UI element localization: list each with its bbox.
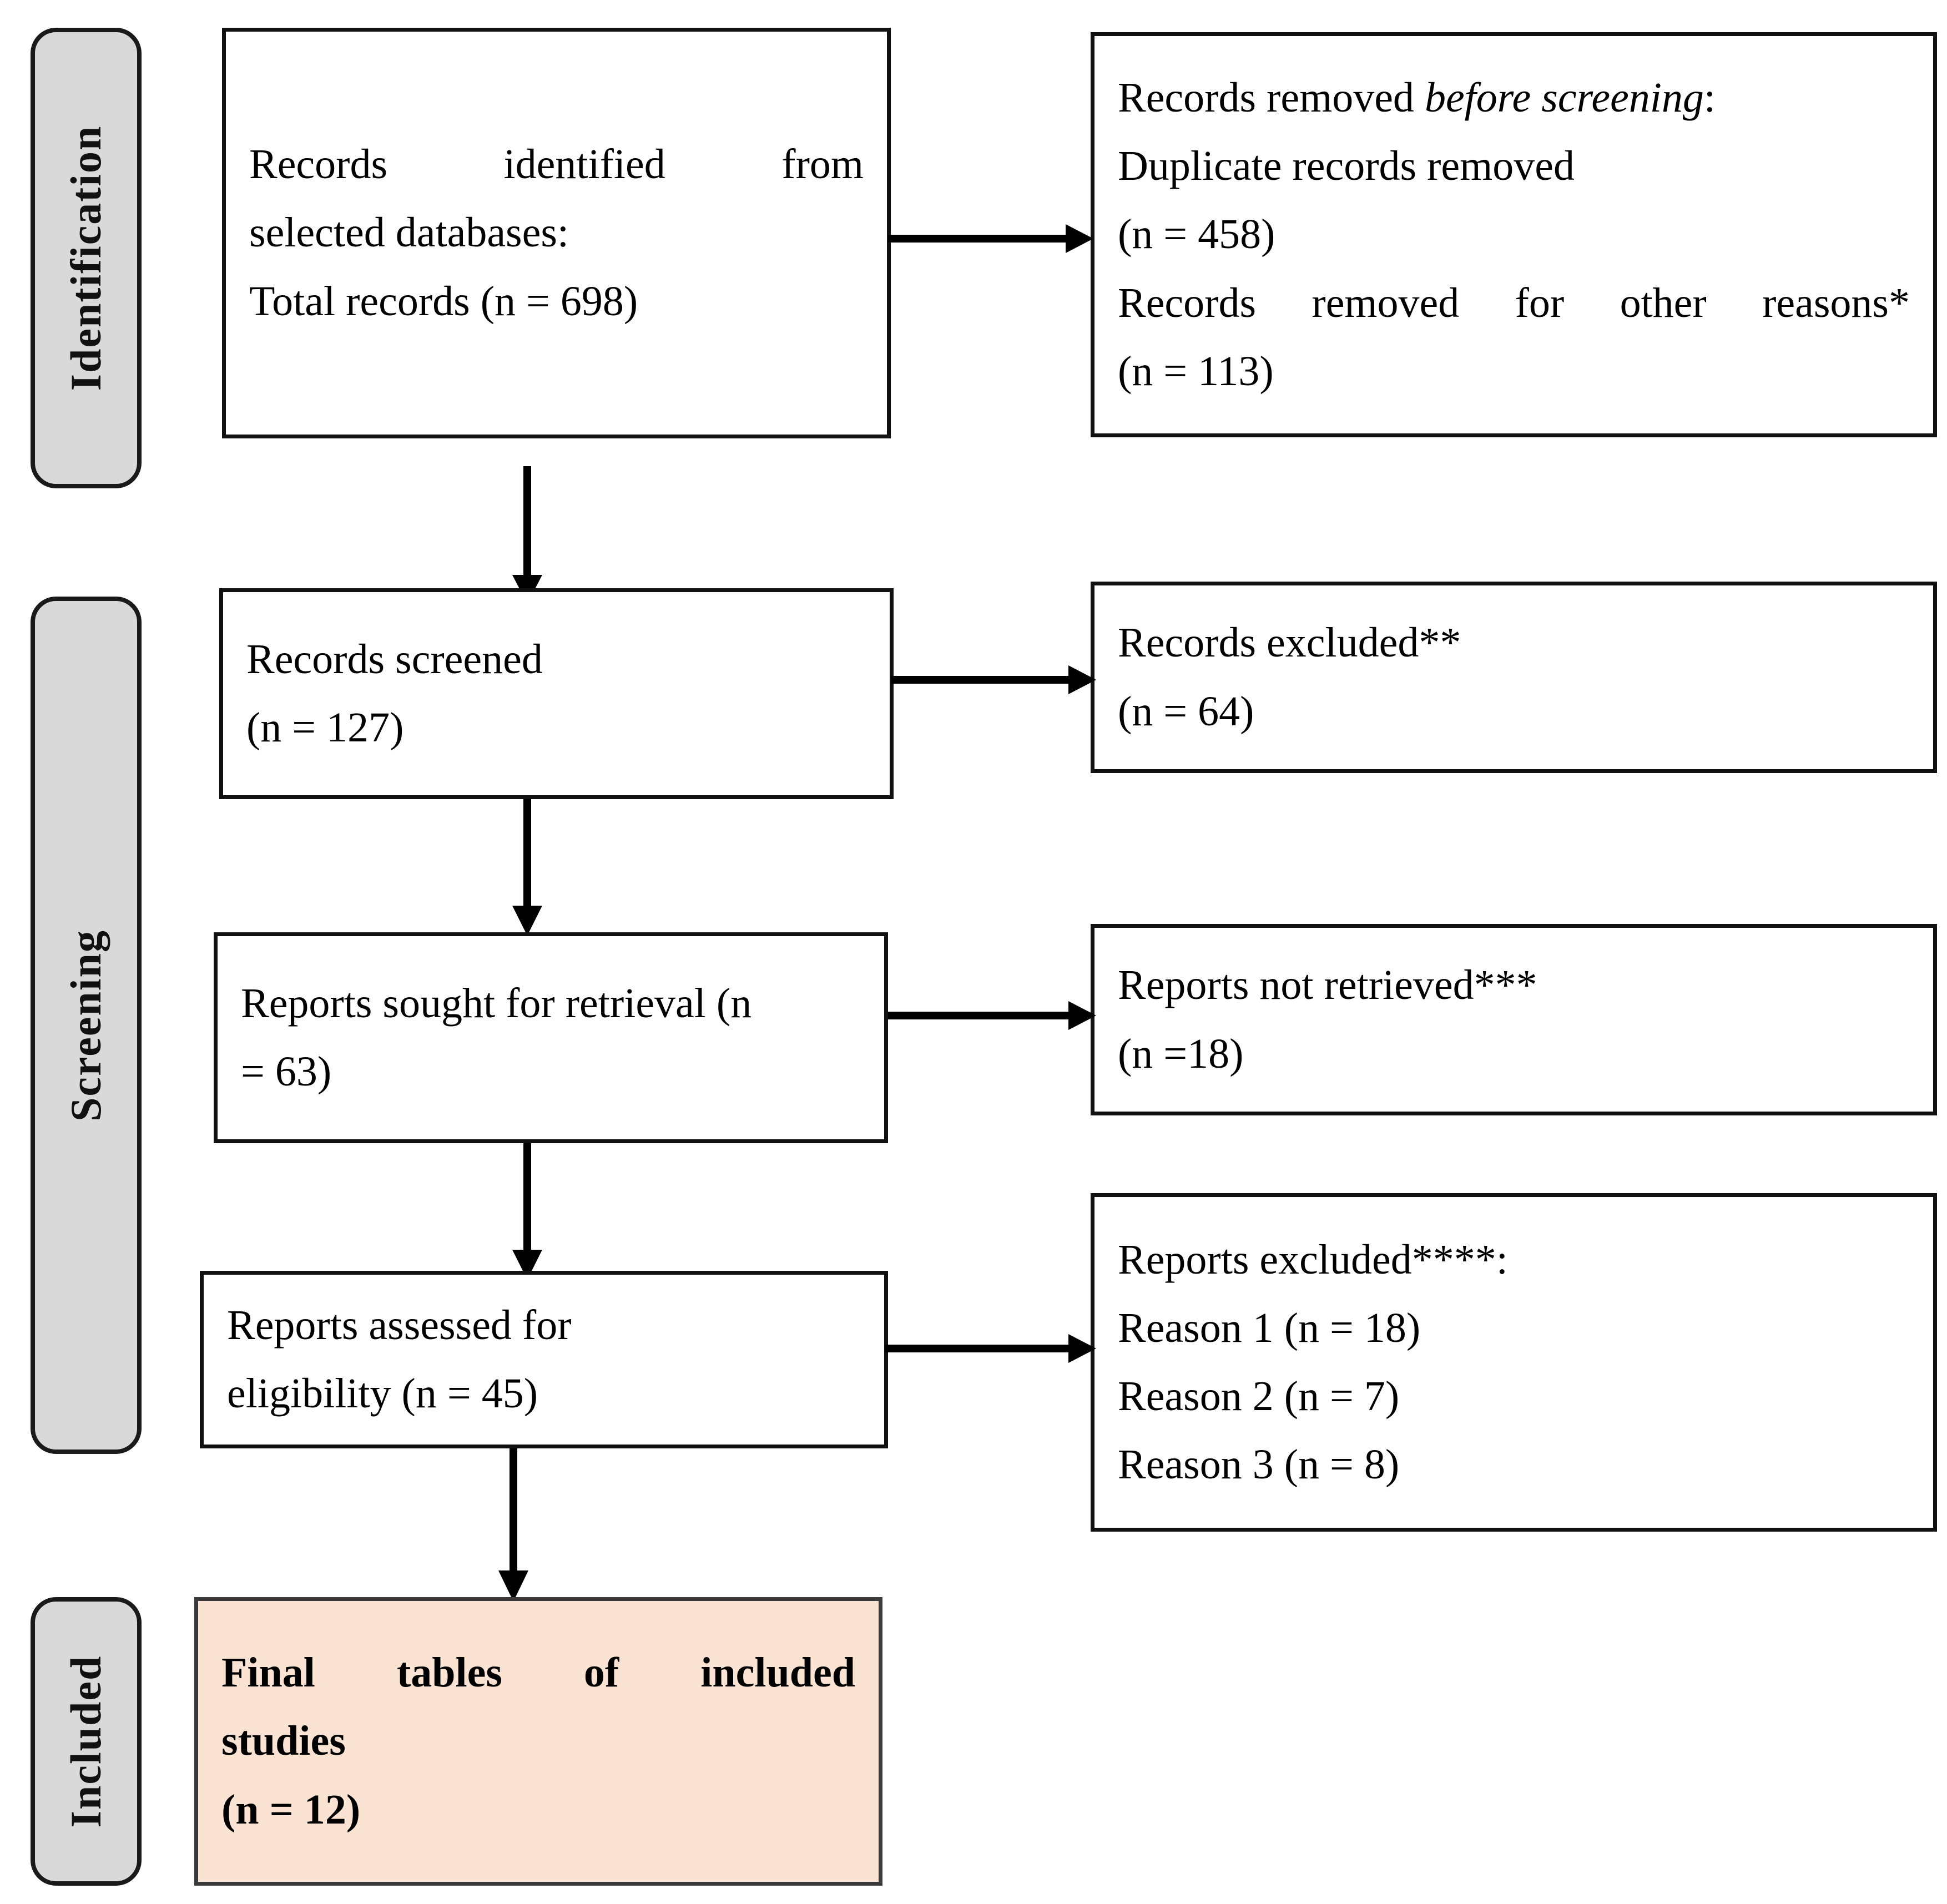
arrow-sought-to-assessed: [508, 1143, 547, 1282]
records-removed-line-2: Duplicate records removed: [1118, 143, 1575, 190]
stage-screening: Screening: [31, 597, 142, 1454]
box-reports-not-retrieved: Reports not retrieved*** (n =18): [1091, 924, 1937, 1115]
arrow-sought-to-not-retrieved: [888, 999, 1102, 1032]
reports-not-retrieved-line-1: Reports not retrieved***: [1118, 962, 1537, 1009]
reports-assessed-line-2: eligibility (n = 45): [227, 1370, 538, 1417]
box-records-removed-before-screening: Records removed before screening: Duplic…: [1091, 32, 1937, 437]
records-removed-heading-suffix: :: [1703, 74, 1716, 122]
stage-identification: Identification: [31, 28, 142, 488]
box-reports-excluded: Reports excluded****: Reason 1 (n = 18) …: [1091, 1193, 1937, 1532]
arrow-screened-to-excluded: [891, 663, 1102, 696]
reports-excluded-line-3: Reason 2 (n = 7): [1118, 1373, 1400, 1420]
records-identified-line-1: Records identified from: [249, 141, 864, 188]
reports-excluded-line-1: Reports excluded****:: [1118, 1236, 1508, 1283]
records-removed-heading-italic: before screening: [1424, 74, 1704, 122]
records-removed-line-3: (n = 458): [1118, 211, 1275, 258]
final-included-line-3: (n = 12): [221, 1786, 361, 1833]
records-removed-line-4: Records removed for other reasons*: [1118, 279, 1910, 326]
reports-sought-line-2: = 63): [241, 1048, 332, 1095]
box-reports-sought: Reports sought for retrieval (n = 63): [214, 932, 888, 1143]
stage-screening-label: Screening: [62, 929, 110, 1122]
records-removed-line-5: (n = 113): [1118, 347, 1274, 395]
arrow-assessed-to-final: [494, 1448, 533, 1604]
stage-identification-label: Identification: [62, 125, 110, 391]
arrow-assessed-to-excluded: [885, 1332, 1102, 1365]
reports-excluded-line-2: Reason 1 (n = 18): [1118, 1304, 1421, 1351]
box-reports-assessed: Reports assessed for eligibility (n = 45…: [200, 1271, 888, 1448]
records-screened-line-2: (n = 127): [246, 704, 404, 751]
reports-sought-line-1: Reports sought for retrieval (n: [241, 979, 752, 1027]
box-final-included-studies: Final tables of included studies (n = 12…: [194, 1597, 882, 1886]
reports-excluded-line-4: Reason 3 (n = 8): [1118, 1441, 1400, 1488]
stage-included-label: Included: [62, 1655, 110, 1828]
records-excluded-line-1: Records excluded**: [1118, 619, 1461, 666]
arrow-identified-to-screened: [508, 466, 547, 605]
records-screened-line-1: Records screened: [246, 635, 543, 683]
box-records-identified: Records identified from selected databas…: [222, 28, 891, 438]
arrow-identified-to-removed: [888, 222, 1099, 255]
reports-assessed-line-1: Reports assessed for: [227, 1301, 572, 1349]
final-included-line-2: studies: [221, 1718, 346, 1765]
box-records-excluded: Records excluded** (n = 64): [1091, 582, 1937, 773]
final-included-line-1: Final tables of included: [221, 1649, 855, 1696]
reports-not-retrieved-line-2: (n =18): [1118, 1030, 1244, 1077]
box-records-screened: Records screened (n = 127): [219, 588, 894, 799]
records-removed-heading: Records removed before screening:: [1118, 64, 1910, 132]
arrow-screened-to-sought: [508, 799, 547, 938]
records-removed-heading-prefix: Records removed: [1118, 74, 1425, 122]
records-identified-line-2: selected databases:: [249, 209, 569, 256]
records-identified-line-3: Total records (n = 698): [249, 277, 638, 325]
stage-included: Included: [31, 1597, 142, 1886]
records-excluded-line-2: (n = 64): [1118, 688, 1254, 735]
